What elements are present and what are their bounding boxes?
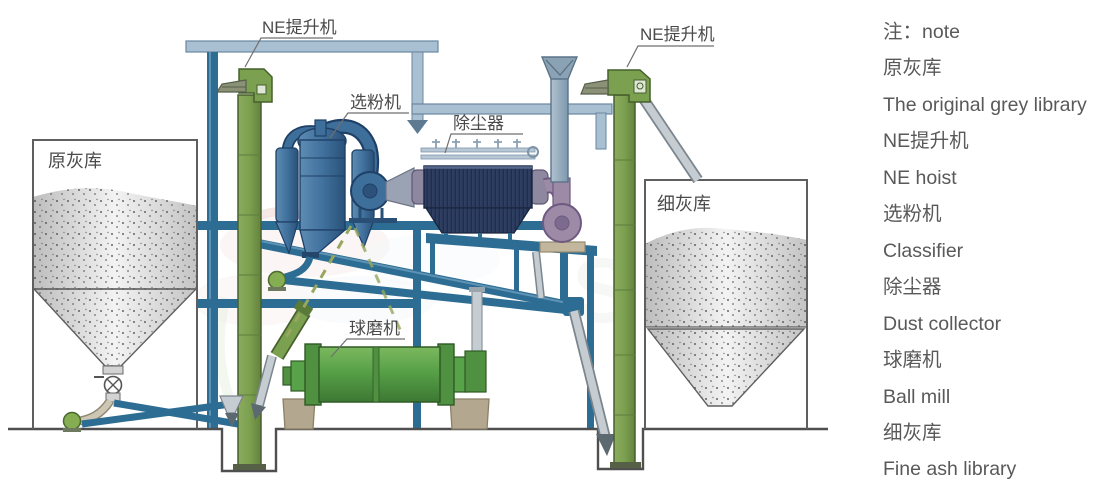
cyclone-main — [299, 139, 346, 231]
bag-frame — [420, 154, 536, 160]
chimney-cap — [540, 56, 579, 80]
classifier — [267, 119, 415, 291]
chimney — [550, 77, 569, 183]
frame-post-stand — [560, 230, 568, 310]
collector-stand-leg — [430, 241, 435, 279]
material-flow — [282, 225, 404, 342]
collector-stand-leg — [514, 247, 519, 296]
frame-post-mid — [413, 221, 421, 429]
legend-mill-zh: 球磨机 — [883, 349, 942, 372]
elevator-head — [607, 69, 651, 103]
elevator-tower — [613, 94, 636, 466]
flow-dashed-left — [282, 225, 353, 342]
flow-arrow — [225, 413, 239, 427]
mill-riser-pipe — [471, 289, 483, 356]
label-dust-collector: 除尘器 — [453, 114, 504, 133]
fine-ash-silo — [644, 179, 808, 429]
raw-ash-silo — [32, 139, 239, 432]
label-ball-mill: 球磨机 — [349, 319, 400, 338]
label-classifier: 选粉机 — [350, 93, 401, 112]
bag-hangers — [432, 139, 521, 148]
flow-dashed-right — [353, 227, 404, 335]
mill-pedestal — [449, 398, 490, 430]
mill-outlet-box — [464, 350, 487, 393]
feed-pump — [62, 411, 82, 431]
flow-arrow — [596, 434, 616, 456]
vertical-pipe-left — [207, 52, 218, 429]
pipes — [255, 238, 616, 456]
platform-beam-upper — [197, 221, 563, 230]
fan-base — [539, 241, 586, 253]
boot-base — [233, 464, 266, 470]
legend-note: 注：note — [883, 21, 960, 43]
collector-inlet-duct — [385, 167, 415, 208]
silo-outlet-neck — [102, 365, 124, 375]
second-beam-end-post — [595, 112, 607, 150]
label-ne-hoist-left: NE提升机 — [262, 18, 337, 37]
legend-hoist-en: NE hoist — [883, 166, 957, 189]
legend-collector-en: Dust collector — [883, 312, 1002, 335]
legend-mill-en: Ball mill — [883, 385, 951, 408]
cyclone-left — [275, 147, 299, 223]
transport-pipe-lower — [282, 276, 567, 314]
feed-pipe — [81, 399, 239, 428]
label-ne-hoist-right: NE提升机 — [640, 25, 715, 44]
exhaust-fan-chimney — [539, 56, 586, 253]
ball-mill — [282, 343, 490, 430]
ne-hoist-left — [215, 68, 314, 470]
platform-beam-lower — [197, 299, 420, 308]
boot-base — [610, 462, 641, 468]
mill-shell — [318, 346, 441, 403]
legend-fine-silo-zh: 细灰库 — [883, 421, 942, 444]
top-beam — [185, 40, 439, 53]
ground — [8, 427, 828, 473]
ne-hoist-right — [580, 69, 703, 468]
diagram-labels: NE提升机 NE提升机 选粉机 除尘器 球磨机 原灰库 细灰库 — [48, 18, 715, 358]
second-beam — [411, 103, 613, 115]
flow-arrow — [251, 403, 266, 420]
dust-collector — [411, 139, 549, 244]
legend-hoist-zh: NE提升机 — [883, 130, 969, 153]
head-motor — [215, 79, 247, 93]
down-arrow — [407, 120, 428, 134]
legend-raw-silo-zh: 原灰库 — [883, 57, 942, 80]
legend-collector-zh: 除尘器 — [883, 276, 942, 299]
classifier-pump — [267, 270, 287, 290]
legend-fine-silo-en: Fine ash library — [883, 458, 1017, 481]
head-motor — [580, 79, 609, 95]
legend-classifier-zh: 选粉机 — [883, 203, 942, 226]
label-fine-ash-silo: 细灰库 — [657, 194, 711, 214]
collector-hopper — [424, 207, 532, 234]
legend-classifier-en: Classifier — [883, 239, 964, 262]
bag-house — [423, 165, 533, 209]
frame-post-right — [587, 250, 594, 429]
legend-raw-silo-en: The original grey library — [883, 93, 1087, 116]
label-raw-ash-silo: 原灰库 — [48, 151, 102, 171]
legend: 注：note 原灰库 The original grey library NE提… — [883, 14, 1113, 488]
